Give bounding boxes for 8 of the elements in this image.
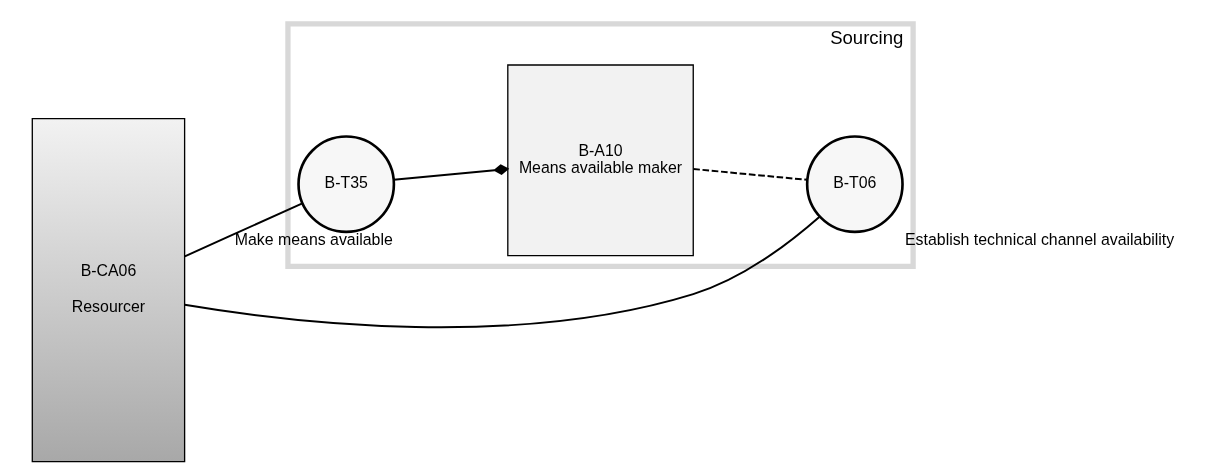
connector [183, 215, 821, 329]
node-circle: B-T06 [805, 135, 904, 234]
node-circle: B-T35 [297, 135, 396, 234]
connector [692, 168, 809, 181]
connector [183, 202, 304, 258]
node-box: B-A10 Means available maker [507, 64, 694, 257]
connector [392, 164, 510, 181]
node-box: B-CA06 Resourcer [31, 117, 186, 463]
